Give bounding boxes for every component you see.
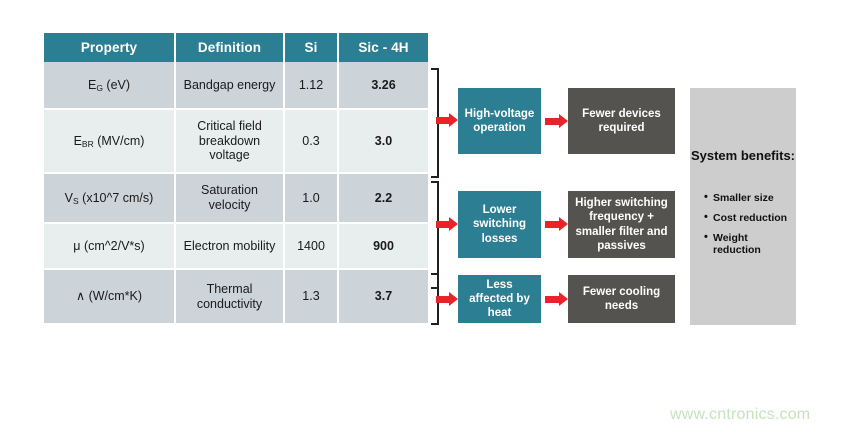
table-row: EBR (MV/cm) Critical field breakdown vol… xyxy=(44,109,428,174)
flow-cause-box-1: High-voltage operation xyxy=(458,88,541,154)
flow-effect-label: Fewer cooling needs xyxy=(582,285,661,312)
cell-property: EBR (MV/cm) xyxy=(44,109,176,174)
cell-definition: Bandgap energy xyxy=(175,62,285,110)
column-header-definition: Definition xyxy=(175,33,285,62)
table-row: VS (x10^7 cm/s) Saturation velocity 1.0 … xyxy=(44,173,428,224)
arrow-bracket-to-cause-1 xyxy=(436,113,458,127)
list-item: Weight reduction xyxy=(704,231,790,258)
cell-si-value: 1.12 xyxy=(284,62,339,110)
cell-definition: Saturation velocity xyxy=(175,173,285,224)
flow-effect-box-1: Fewer devices required xyxy=(568,88,675,154)
cell-definition: Thermal conductivity xyxy=(175,269,285,323)
property-units: (x10^7 cm/s) xyxy=(78,190,154,205)
cell-sic-value: 2.2 xyxy=(338,173,428,224)
flow-cause-box-2: Lower switching losses xyxy=(458,191,541,258)
site-watermark: www.cntronics.com xyxy=(670,406,811,423)
cell-sic-value: 3.26 xyxy=(338,62,428,110)
bracket-group-2 xyxy=(431,181,439,289)
cell-definition: Critical field breakdown voltage xyxy=(175,109,285,174)
flow-cause-label: Less affected by heat xyxy=(469,278,530,320)
arrow-cause-to-effect-2 xyxy=(545,217,569,231)
flow-cause-label: High-voltage operation xyxy=(464,107,535,134)
flow-effect-label: Fewer devices required xyxy=(582,107,661,134)
flow-effect-box-2: Higher switching frequency + smaller fil… xyxy=(568,191,675,258)
list-item: Smaller size xyxy=(704,191,790,205)
flow-effect-label: Higher switching frequency + smaller fil… xyxy=(575,197,668,252)
table-row: EG (eV) Bandgap energy 1.12 3.26 xyxy=(44,62,428,110)
property-subscript: BR xyxy=(81,139,94,150)
cell-sic-value: 900 xyxy=(338,223,428,270)
cell-property: μ (cm^2/V*s) xyxy=(44,223,176,270)
system-benefits-panel: System benefits: Smaller size Cost reduc… xyxy=(690,88,796,325)
property-subscript: G xyxy=(96,83,103,94)
column-header-sic-4h: Sic - 4H xyxy=(338,33,428,62)
list-item: Cost reduction xyxy=(704,211,790,225)
cell-property: EG (eV) xyxy=(44,62,176,110)
property-subscript: S xyxy=(73,196,79,207)
property-symbol: μ (cm^2/V*s) xyxy=(73,238,145,253)
column-header-si: Si xyxy=(284,33,339,62)
arrow-cause-to-effect-1 xyxy=(545,114,569,128)
table-row: μ (cm^2/V*s) Electron mobility 1400 900 xyxy=(44,223,428,270)
cell-definition: Electron mobility xyxy=(175,223,285,270)
cell-si-value: 1400 xyxy=(284,223,339,270)
system-benefits-list: Smaller size Cost reduction Weight reduc… xyxy=(704,191,790,264)
system-benefits-title: System benefits: xyxy=(690,148,796,163)
table-header-row: Property Definition Si Sic - 4H xyxy=(44,33,428,62)
cell-property: ∧ (W/cm*K) xyxy=(44,269,176,323)
property-units: (eV) xyxy=(102,77,131,92)
cell-sic-value: 3.7 xyxy=(338,269,428,323)
cell-si-value: 1.0 xyxy=(284,173,339,224)
cell-si-value: 1.3 xyxy=(284,269,339,323)
property-symbol: ∧ (W/cm*K) xyxy=(75,289,143,304)
property-symbol: V xyxy=(64,190,74,205)
property-symbol: E xyxy=(73,133,82,148)
cell-si-value: 0.3 xyxy=(284,109,339,174)
property-units: (MV/cm) xyxy=(93,133,145,148)
column-header-property: Property xyxy=(44,33,176,62)
arrow-bracket-to-cause-3 xyxy=(436,292,458,306)
property-symbol: E xyxy=(87,77,97,92)
cell-property: VS (x10^7 cm/s) xyxy=(44,173,176,224)
arrow-bracket-to-cause-2 xyxy=(436,217,458,231)
arrow-cause-to-effect-3 xyxy=(545,292,569,306)
flow-cause-box-3: Less affected by heat xyxy=(458,275,541,323)
cell-sic-value: 3.0 xyxy=(338,109,428,174)
flow-cause-label: Lower switching losses xyxy=(472,204,527,245)
flow-effect-box-3: Fewer cooling needs xyxy=(568,275,675,323)
sic-vs-si-comparison-table: Property Definition Si Sic - 4H EG (eV) … xyxy=(44,33,428,323)
table-row: ∧ (W/cm*K) Thermal conductivity 1.3 3.7 xyxy=(44,269,428,323)
